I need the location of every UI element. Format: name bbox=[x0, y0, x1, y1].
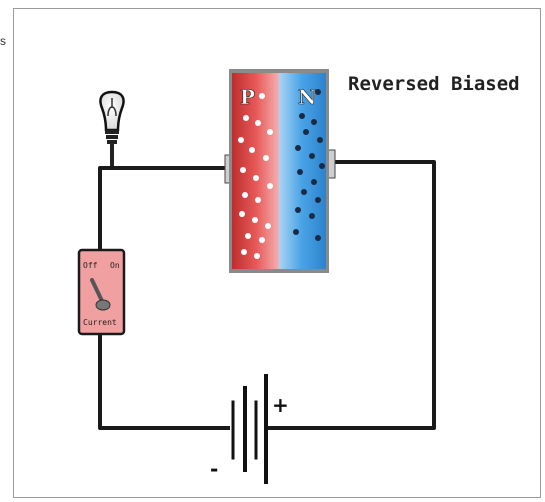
diode-top-edge bbox=[229, 69, 329, 73]
battery-minus-label: - bbox=[210, 457, 218, 481]
p-region-label: P bbox=[240, 85, 255, 109]
edge-text-fragment: s bbox=[0, 34, 6, 48]
light-bulb-icon bbox=[99, 90, 125, 166]
diode-bottom-edge bbox=[229, 269, 329, 273]
diode-left-edge bbox=[229, 69, 232, 273]
switch-lever bbox=[90, 278, 105, 305]
switch-body bbox=[77, 248, 126, 336]
diode-block: P N bbox=[224, 69, 336, 273]
electrons-n-side bbox=[293, 89, 325, 241]
diode-right-edge bbox=[326, 69, 329, 273]
wire-left-upper bbox=[98, 166, 228, 250]
p-region bbox=[229, 71, 279, 271]
diagram-title: Reversed Biased bbox=[348, 73, 520, 95]
battery-symbol bbox=[231, 374, 268, 484]
n-region-label: N bbox=[298, 85, 316, 109]
switch-on-label: On bbox=[110, 261, 120, 270]
holes-p-side bbox=[238, 93, 273, 259]
wire-left-lower bbox=[98, 334, 230, 430]
switch-lever-base bbox=[95, 299, 111, 311]
switch-caption: Current bbox=[83, 318, 117, 327]
switch-off-label: Off bbox=[83, 261, 98, 270]
battery-plus-label: + bbox=[272, 393, 289, 417]
circuit-wires bbox=[98, 160, 436, 430]
wire-right bbox=[268, 160, 436, 430]
current-switch: Off On Current bbox=[77, 248, 126, 336]
